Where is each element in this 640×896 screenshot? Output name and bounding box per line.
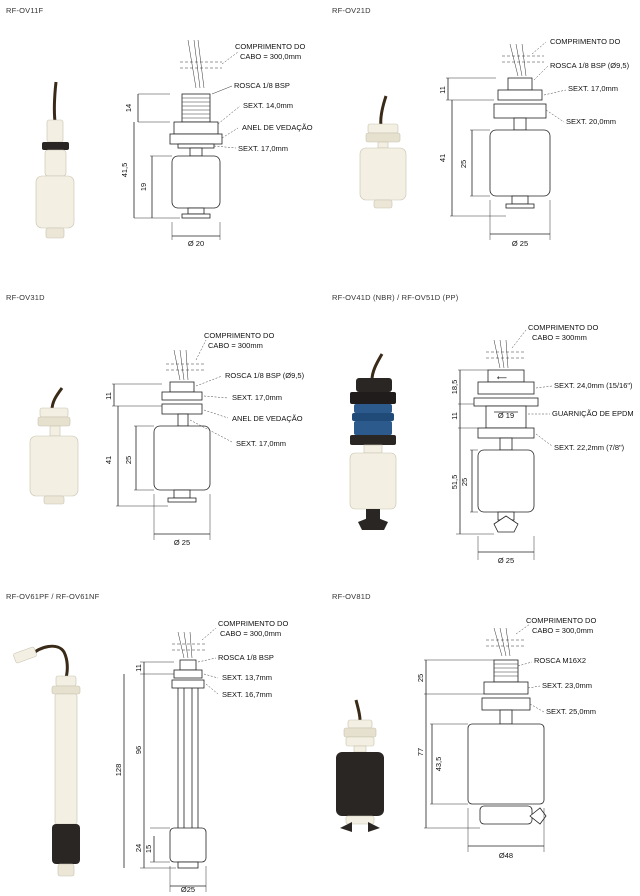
dim-height-float: 25	[460, 478, 469, 486]
dim-height-top: 14	[124, 104, 133, 112]
dim-diameter: Ø 25	[174, 538, 190, 547]
product-photo-rf-ov11f	[35, 81, 75, 239]
technical-drawing-rf-ov61pf: 11 128 96 24 15 Ø25 COMPRIMENTO DO CABO …	[114, 619, 288, 894]
dim-height-float: 19	[139, 183, 148, 191]
callout-cable-length-2: CABO = 300mm	[532, 333, 587, 342]
dim-height-float: 25	[124, 456, 133, 464]
callout-hex-1: SEXT. 17,0mm	[568, 84, 618, 93]
callout-thread: ROSCA 1/8 BSP (Ø9,5)	[550, 61, 630, 70]
callout-thread: ROSCA 1/8 BSP	[218, 653, 274, 662]
model-label-rf-ov81d: RF-OV81D	[332, 592, 371, 601]
model-label-rf-ov61pf: RF-OV61PF / RF-OV61NF	[6, 592, 100, 601]
callout-hex-2: SEXT. 22,2mm (7/8")	[554, 443, 625, 452]
dim-height-float: 25	[459, 160, 468, 168]
callout-cable-length-1: COMPRIMENTO DO	[235, 42, 305, 51]
callout-cable-length-2: CABO = 300,0mm	[532, 626, 593, 635]
product-photo-rf-ov41d	[349, 353, 397, 530]
dim-height-top: 11	[104, 392, 113, 400]
callout-cable-length-2: CABO = 300,0mm	[240, 52, 301, 61]
dim-height-total: 41	[104, 456, 113, 464]
technical-drawing-rf-ov81d: 25 77 43,5 Ø48 COMPRIMENTO DO CABO = 300…	[416, 616, 596, 860]
callout-seal-ring: ANEL DE VEDAÇÃO	[232, 414, 303, 423]
dim-height-top: 18,5	[450, 380, 459, 395]
product-photo-rf-ov61pf	[13, 644, 81, 877]
technical-drawing-rf-ov31d: 11 41 25 Ø 25 COMPRIMENTO DO CABO = 300m…	[104, 331, 305, 547]
dim-height-top: 25	[416, 674, 425, 682]
callout-epdm-gasket: GUARNIÇÃO DE EPDM	[552, 409, 634, 418]
dim-diameter: Ø 25	[512, 239, 528, 248]
product-photo-rf-ov21d	[359, 95, 407, 209]
callout-cable-length-2: CABO = 300,0mm	[220, 629, 281, 638]
model-label-rf-ov31d: RF-OV31D	[6, 293, 45, 302]
svg-text:⟵: ⟵	[497, 375, 507, 382]
callout-cable-length-1: COMPRIMENTO DO	[218, 619, 288, 628]
dim-height-total: 77	[416, 748, 425, 756]
callout-hex-2: SEXT. 17,0mm	[238, 144, 288, 153]
callout-thread: ROSCA 1/8 BSP	[234, 81, 290, 90]
callout-cable-length-2: CABO = 300mm	[208, 341, 263, 350]
model-label-rf-ov41d: RF-OV41D (NBR) / RF-OV51D (PP)	[332, 293, 459, 302]
dim-height-total: 128	[114, 764, 123, 777]
callout-cable-length-1: COMPRIMENTO DO	[526, 616, 596, 625]
callout-seal-ring: ANEL DE VEDAÇÃO	[242, 123, 313, 132]
dim-shaft-diameter: Ø 19	[498, 411, 514, 420]
dim-height-top: 11	[134, 664, 143, 672]
model-label-rf-ov21d: RF-OV21D	[332, 6, 371, 15]
dim-height-total: 41,5	[120, 163, 129, 178]
dim-height-float: 43,5	[434, 757, 443, 772]
callout-hex-1: SEXT. 24,0mm (15/16")	[554, 381, 633, 390]
callout-thread: ROSCA M16X2	[534, 656, 586, 665]
callout-hex-1: SEXT. 17,0mm	[232, 393, 282, 402]
callout-hex-2: SEXT. 25,0mm	[546, 707, 596, 716]
dim-height-top: 11	[438, 86, 447, 94]
product-photo-rf-ov31d	[29, 387, 79, 505]
model-label-rf-ov11f: RF-OV11F	[6, 6, 44, 15]
callout-hex-2: SEXT. 17,0mm	[236, 439, 286, 448]
dim-float-travel: 15	[144, 845, 153, 853]
technical-drawing-rf-ov21d: 11 41 25 Ø 25 COMPRIMENTO DO ROSCA 1/8 B…	[438, 37, 630, 248]
dim-float-height: 24	[134, 844, 143, 852]
technical-drawing-rf-ov41d: ⟵ 18,5 11 Ø 19 51,5 25 Ø 25 COMPRIMENTO …	[450, 323, 634, 565]
callout-hex-1: SEXT. 14,0mm	[243, 101, 293, 110]
callout-hex-1: SEXT. 13,7mm	[222, 673, 272, 682]
dim-diameter: Ø 20	[188, 239, 204, 248]
dim-height-total: 51,5	[450, 475, 459, 490]
callout-cable-length-1: COMPRIMENTO DO	[204, 331, 274, 340]
callout-hex-1: SEXT. 23,0mm	[542, 681, 592, 690]
dim-diameter: Ø25	[181, 885, 195, 894]
product-photo-rf-ov81d	[336, 699, 384, 832]
dim-diameter: Ø 25	[498, 556, 514, 565]
dim-diameter: Ø48	[499, 851, 513, 860]
callout-cable-length: COMPRIMENTO DO	[550, 37, 620, 46]
callout-thread: ROSCA 1/8 BSP (Ø9,5)	[225, 371, 305, 380]
technical-drawing-rf-ov11f: 14 41,5 19 Ø 20 COMPRIMENTO DO CABO = 30…	[120, 39, 313, 248]
dim-height-total: 41	[438, 154, 447, 162]
dim-height-mid: 11	[450, 412, 459, 420]
callout-hex-2: SEXT. 16,7mm	[222, 690, 272, 699]
dim-stem-length: 96	[134, 746, 143, 754]
callout-cable-length-1: COMPRIMENTO DO	[528, 323, 598, 332]
callout-hex-2: SEXT. 20,0mm	[566, 117, 616, 126]
